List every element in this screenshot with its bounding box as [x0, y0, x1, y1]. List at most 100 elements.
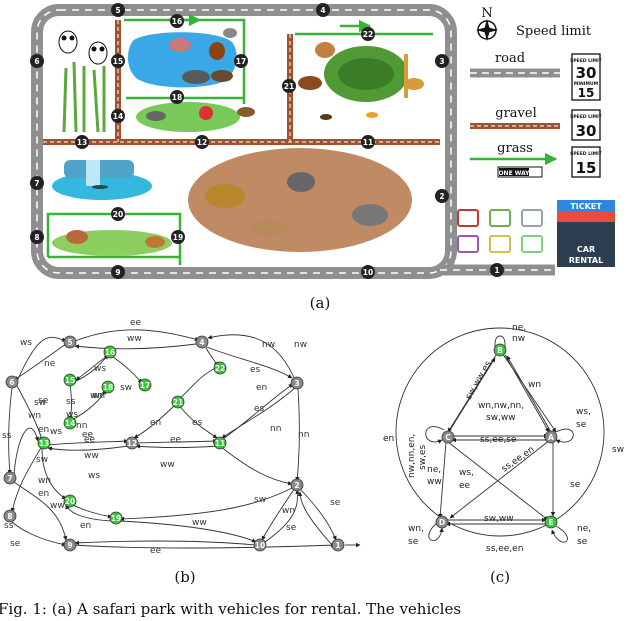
svg-text:en: en	[383, 434, 394, 444]
svg-text:ne,: ne,	[427, 465, 441, 475]
graph-b-node-20: 20	[63, 494, 77, 508]
svg-text:sw: sw	[120, 383, 132, 393]
svg-text:8: 8	[7, 512, 12, 521]
svg-text:nn: nn	[298, 430, 309, 440]
graph-b-node-21: 21	[171, 395, 185, 409]
svg-text:nw: nw	[262, 340, 275, 350]
graph-b-node-15: 15	[63, 373, 77, 387]
graph-c-nodes: B A C D E	[435, 343, 558, 529]
grass-speed-sign: SPEED LIMIT 15	[570, 146, 603, 178]
pandas	[58, 30, 108, 65]
figure-caption: Fig. 1: (a) A safari park with vehicles …	[0, 600, 461, 618]
svg-text:7: 7	[34, 179, 39, 188]
graph-b-node-4: 4	[195, 335, 209, 349]
svg-text:ws: ws	[88, 471, 100, 481]
svg-text:ww: ww	[427, 477, 442, 487]
svg-text:3: 3	[439, 57, 444, 66]
map-node-18: 18	[170, 90, 184, 104]
legend-road-label: road	[495, 51, 525, 66]
svg-text:es: es	[192, 418, 203, 428]
graph-b-node-8: 8	[3, 509, 17, 523]
bamboo	[62, 61, 106, 133]
svg-text:6: 6	[9, 378, 14, 387]
map-node-2: 2	[435, 189, 449, 203]
svg-text:sw,es: sw,es	[418, 445, 428, 470]
svg-text:CAR: CAR	[577, 245, 595, 254]
svg-text:1: 1	[335, 541, 340, 550]
svg-text:en: en	[38, 489, 49, 499]
svg-text:ww: ww	[127, 334, 142, 344]
svg-text:ww: ww	[84, 451, 99, 461]
svg-text:ne,: ne,	[512, 323, 526, 333]
svg-text:ne,: ne,	[577, 524, 591, 534]
one-way-sign: ONE WAY	[497, 166, 543, 178]
svg-text:wn,: wn,	[408, 524, 424, 534]
svg-text:ws: ws	[50, 427, 62, 437]
svg-text:en: en	[80, 521, 91, 531]
graph-b-node-5: 5	[63, 335, 77, 349]
svg-text:15: 15	[578, 86, 595, 100]
svg-text:21: 21	[173, 398, 183, 407]
svg-text:C: C	[445, 433, 451, 442]
svg-text:13: 13	[39, 439, 49, 448]
map-node-1: 1	[490, 263, 504, 277]
svg-text:ss: ss	[4, 521, 14, 531]
svg-text:sw,ww: sw,ww	[484, 514, 514, 524]
svg-text:4: 4	[320, 6, 325, 15]
svg-text:10: 10	[255, 541, 265, 550]
map-node-21: 21	[282, 79, 296, 93]
gravel-speed-sign: SPEED LIMIT 30	[570, 109, 603, 141]
graph-b: ee ww ne nw ws es sw se wn en nn ss ws e…	[2, 318, 361, 556]
svg-text:11: 11	[215, 439, 225, 448]
map-node-6: 6	[30, 54, 44, 68]
svg-text:ww: ww	[50, 501, 65, 511]
lake	[127, 32, 237, 88]
svg-text:18: 18	[172, 93, 182, 102]
graph-b-node-1: 1	[331, 538, 345, 552]
svg-text:en: en	[38, 425, 49, 435]
graph-b-node-11: 11	[213, 436, 227, 450]
svg-text:se: se	[10, 539, 21, 549]
svg-text:8: 8	[34, 233, 39, 242]
svg-text:se: se	[330, 498, 341, 508]
svg-text:ws: ws	[20, 338, 32, 348]
svg-text:ss,ee,en: ss,ee,en	[486, 544, 523, 554]
svg-text:nw: nw	[512, 334, 525, 344]
svg-text:2: 2	[439, 192, 444, 201]
svg-text:ee: ee	[170, 435, 182, 445]
svg-text:19: 19	[111, 514, 121, 523]
svg-text:sw,ww: sw,ww	[486, 413, 516, 423]
svg-text:17: 17	[140, 381, 150, 390]
svg-text:ws: ws	[66, 410, 78, 420]
cart-icon	[521, 209, 543, 227]
map-node-3: 3	[435, 54, 449, 68]
svg-text:30: 30	[576, 122, 597, 140]
map-node-15: 15	[111, 54, 125, 68]
map-node-14: 14	[111, 109, 125, 123]
svg-text:22: 22	[215, 364, 225, 373]
graph-b-node-3: 3	[290, 376, 304, 390]
safari-map: 1 2 3 4 5 6 7 8 9 10 11 12 13 14 15 16 1…	[30, 3, 555, 279]
graph-c-edge-labels: ne, nw wn ws, se sw en nw,nn,en, sw,es s…	[383, 323, 624, 554]
map-node-4: 4	[316, 3, 330, 17]
animals	[66, 28, 424, 248]
graph-b-node-13: 13	[37, 436, 51, 450]
svg-text:nw,nn,en,: nw,nn,en,	[407, 434, 417, 478]
svg-text:13: 13	[77, 138, 87, 147]
map-node-5: 5	[111, 3, 125, 17]
svg-text:sw,ww,es: sw,ww,es	[464, 359, 494, 401]
cart-icon	[457, 235, 479, 253]
svg-text:D: D	[439, 518, 445, 527]
svg-text:se: se	[576, 420, 587, 430]
svg-text:SPEED LIMIT: SPEED LIMIT	[570, 151, 603, 157]
svg-text:A: A	[548, 433, 554, 442]
compass-icon: N	[476, 6, 498, 41]
svg-text:ss,ee,se: ss,ee,se	[480, 435, 517, 445]
panel-label-a: (a)	[310, 294, 331, 312]
map-node-13: 13	[75, 135, 89, 149]
map-node-19: 19	[171, 230, 185, 244]
svg-text:ss: ss	[2, 431, 12, 441]
map-node-9: 9	[111, 265, 125, 279]
svg-text:wn: wn	[90, 391, 103, 401]
panel-label-b: (b)	[174, 568, 195, 586]
